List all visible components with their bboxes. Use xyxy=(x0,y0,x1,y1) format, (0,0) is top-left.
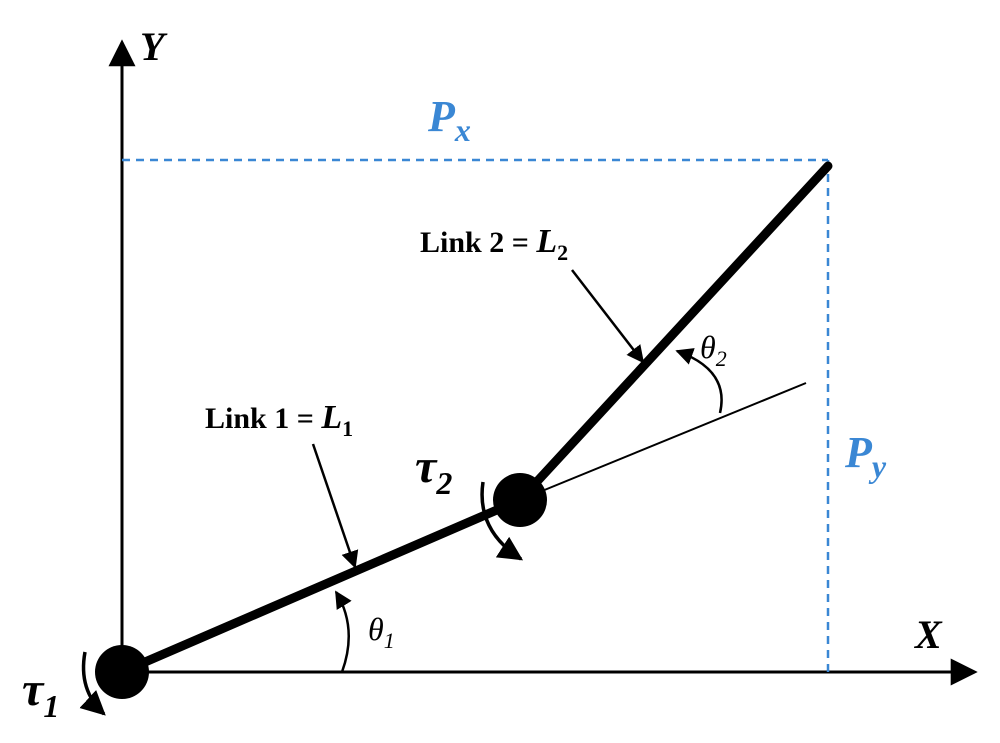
joint-base xyxy=(95,645,149,699)
py-label: Py xyxy=(844,428,887,484)
tau1-rotation-arrow xyxy=(79,651,106,716)
tau2-label: τ2 xyxy=(415,440,452,501)
link1-leader-arrow xyxy=(311,443,359,569)
tau1-label: τ1 xyxy=(22,663,59,724)
link1-extension-line xyxy=(519,382,807,501)
link-2 xyxy=(515,161,833,505)
link2-label: Link 2 = L2 xyxy=(420,223,568,265)
theta2-label: θ2 xyxy=(700,329,727,371)
joint-elbow xyxy=(493,473,547,527)
px-label: Px xyxy=(427,92,471,148)
tau2-rotation-arrow xyxy=(480,481,524,561)
theta1-label: θ1 xyxy=(368,611,395,653)
theta1-arc xyxy=(334,590,352,673)
link2-leader-arrow xyxy=(571,269,645,364)
link1-label: Link 1 = L1 xyxy=(205,399,353,441)
y-axis-label: Y xyxy=(140,24,168,69)
link-1 xyxy=(117,495,525,677)
theta2-arc xyxy=(675,348,723,414)
x-axis-label: X xyxy=(913,612,943,657)
